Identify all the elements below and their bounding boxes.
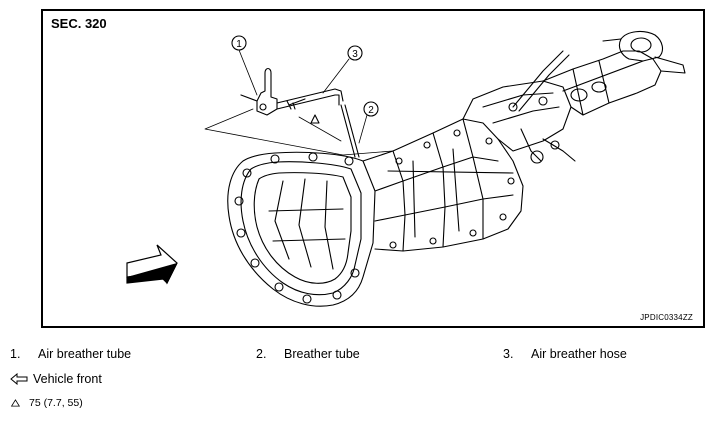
shift-rod: [512, 50, 564, 108]
callout-3: 3: [352, 49, 358, 60]
breather-tube-part: [340, 104, 356, 158]
vehicle-front-icon: [10, 373, 28, 385]
extension-housing: [542, 50, 662, 116]
legend-num-2: 2.: [256, 347, 267, 361]
leader-plane: [204, 108, 394, 156]
torque-icon: [10, 399, 21, 407]
bell-housing-outline: [227, 151, 376, 307]
bell-housing-inner: [240, 161, 362, 296]
shift-housing: [462, 80, 572, 152]
legend-label-2: Breather tube: [284, 347, 360, 361]
callout-1: 1: [236, 39, 242, 50]
rear-mount: [618, 30, 664, 62]
legend: 1. Air breather tube 2. Breather tube 3.…: [0, 347, 717, 363]
torque-value: 75 (7.7, 55): [29, 397, 83, 409]
case-bolts: [389, 129, 515, 249]
legend-label-1: Air breather tube: [38, 347, 132, 361]
callout-2: 2: [368, 105, 374, 116]
vehicle-front-note: Vehicle front: [10, 372, 102, 386]
bracket-bolt: [288, 98, 306, 106]
vehicle-front-label: Vehicle front: [33, 372, 102, 386]
bell-housing-rim: [253, 172, 352, 284]
air-breather-hose-part: [276, 88, 344, 104]
transmission-case: [362, 118, 524, 252]
air-breather-tube-part: [256, 67, 278, 116]
torque-note: 75 (7.7, 55): [10, 397, 83, 409]
vehicle-front-arrow-icon: [126, 244, 178, 285]
bell-housing-bolts: [234, 152, 360, 304]
legend-label-3: Air breather hose: [531, 347, 627, 361]
legend-num-3: 3.: [503, 347, 514, 361]
image-code: JPDIC0334ZZ: [640, 313, 693, 322]
section-label: SEC. 320: [51, 16, 107, 31]
transmission-illustration: 1 3 2: [126, 30, 686, 307]
diagram-frame: 1 3 2 SEC. 320 JPDIC0334ZZ: [41, 9, 705, 328]
legend-num-1: 1.: [10, 347, 21, 361]
torque-triangle-icon: [310, 114, 320, 124]
